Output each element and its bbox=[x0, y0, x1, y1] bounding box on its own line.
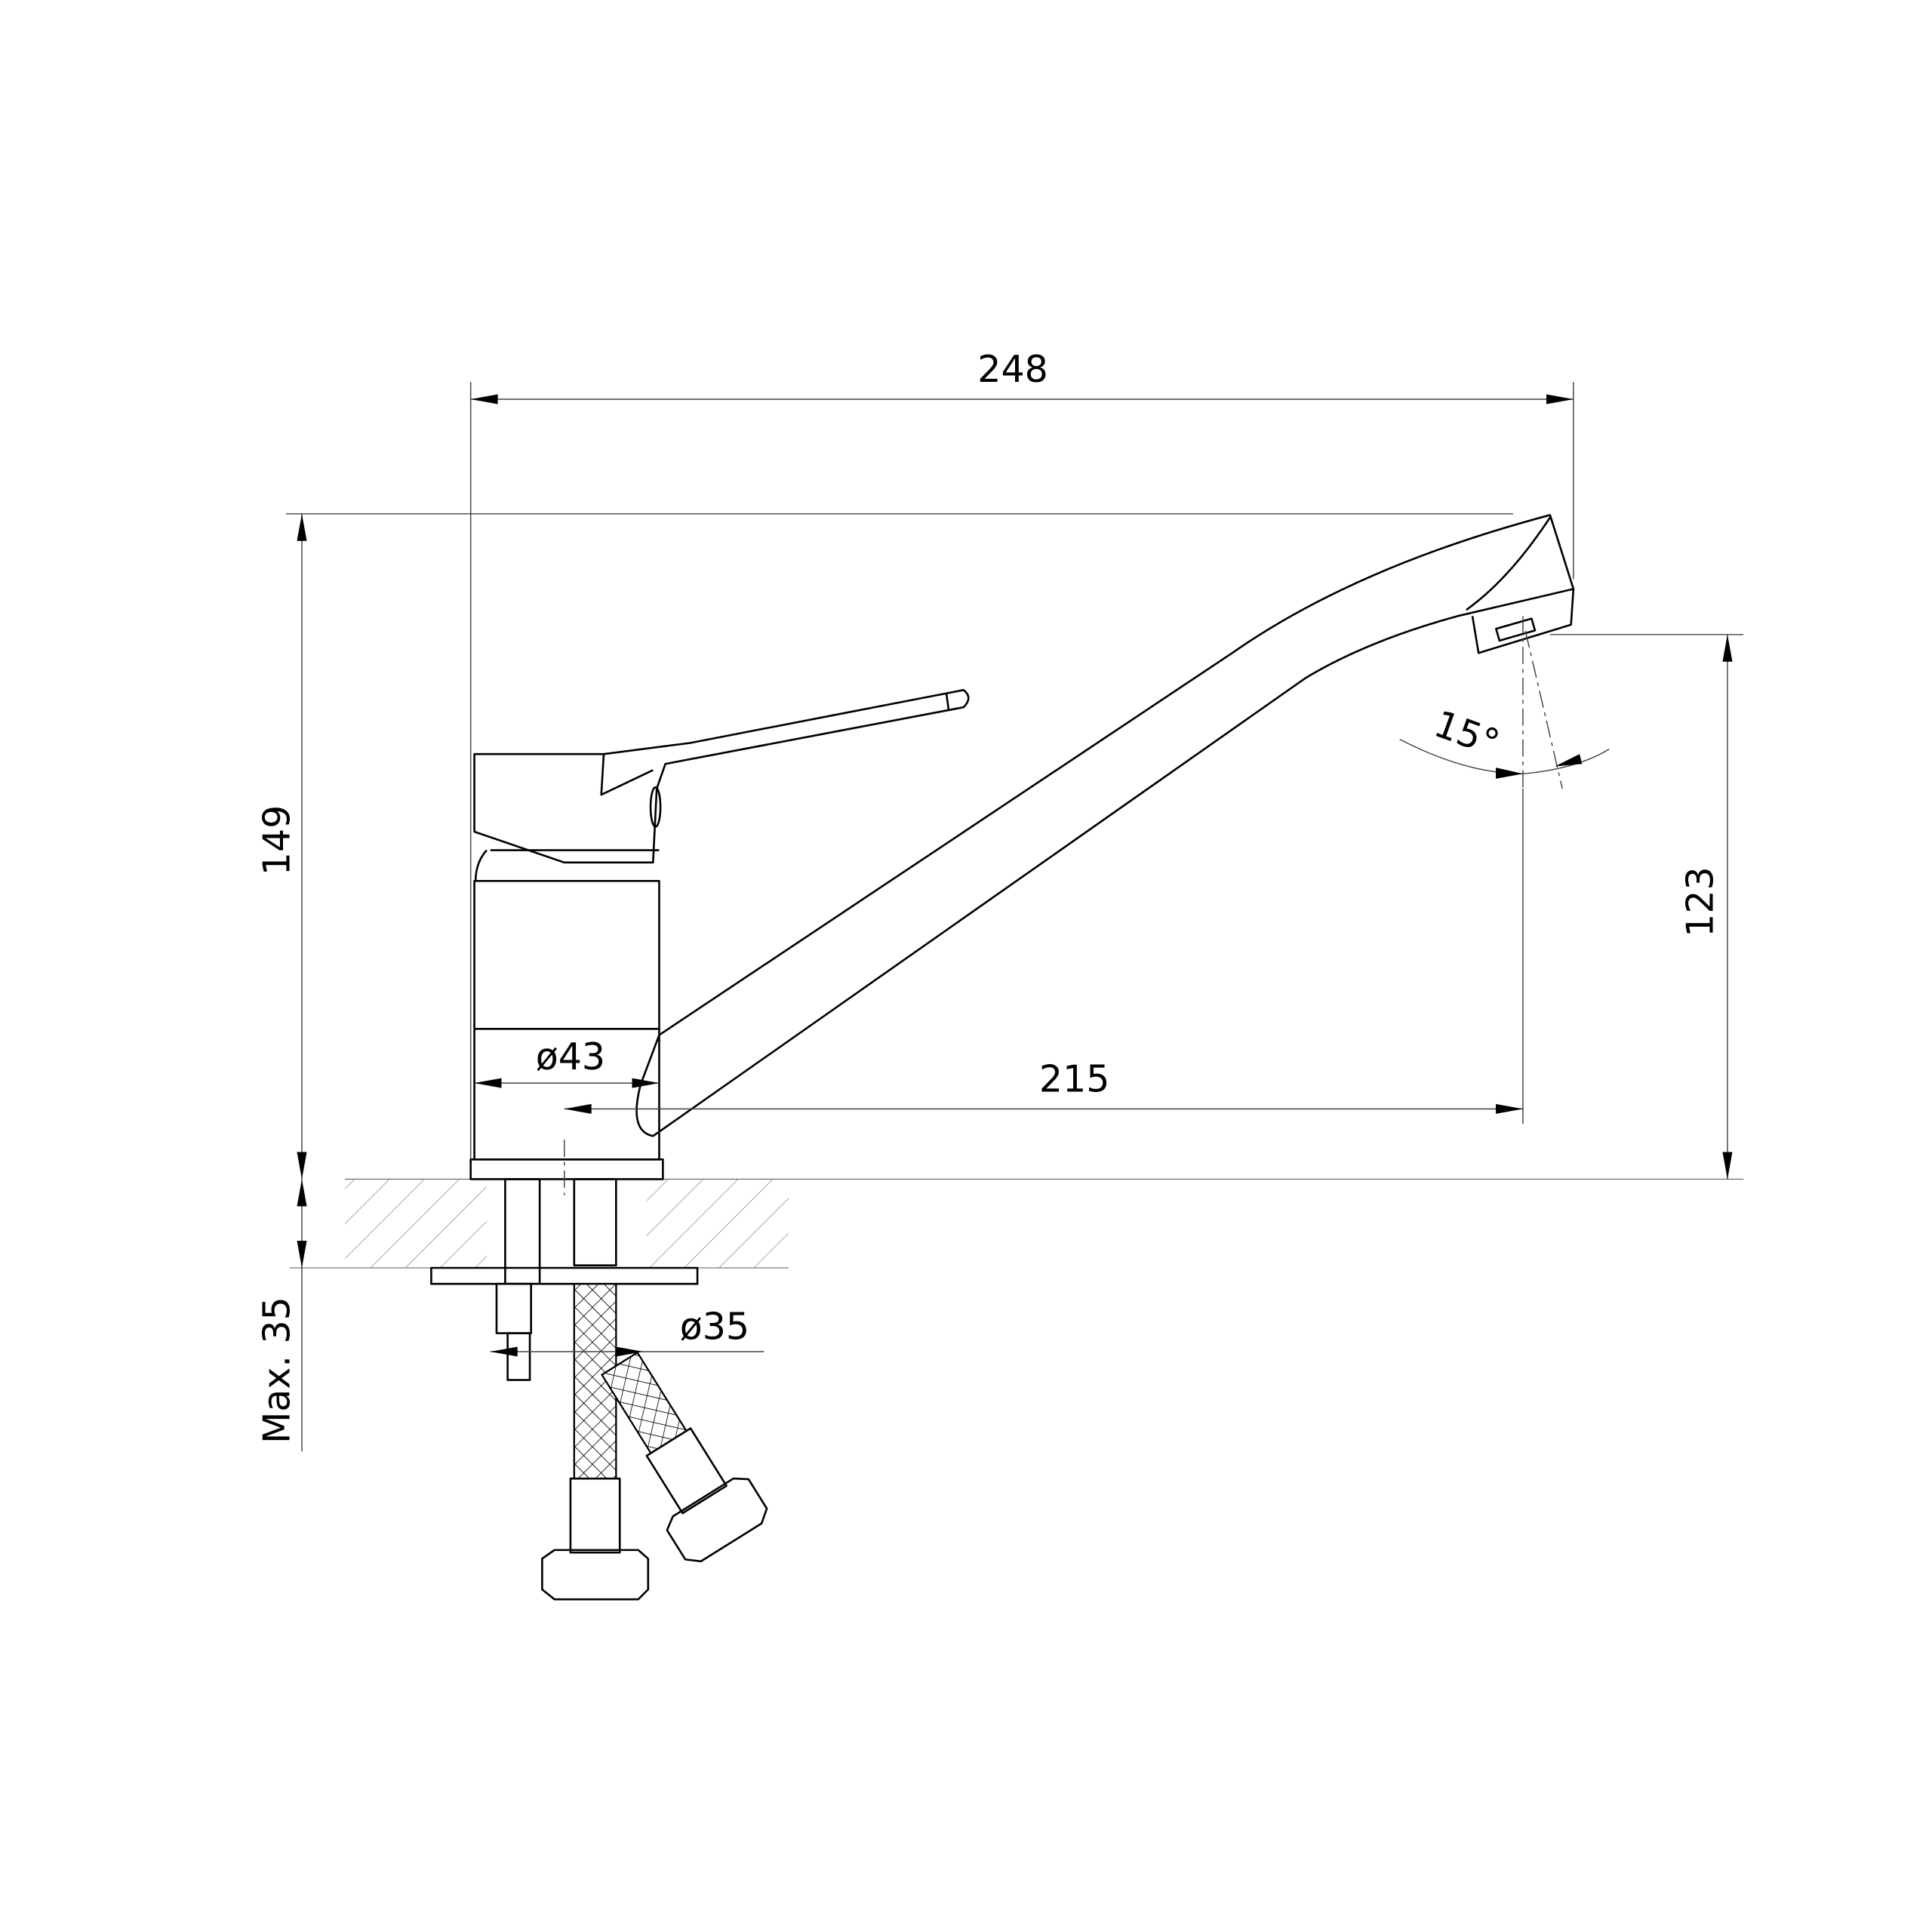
countertop-section bbox=[289, 1178, 1744, 1269]
supply-hoses bbox=[430, 1178, 768, 1601]
dimension-outlet-height: 123 bbox=[1678, 634, 1733, 1180]
dimension-label-max-35: Max. 35 bbox=[256, 1297, 299, 1444]
spout bbox=[635, 514, 1575, 1137]
faucet-body bbox=[469, 849, 664, 1180]
dimension-overall-height: 149 bbox=[256, 513, 307, 1180]
dimension-mounting-hole: ø35 bbox=[490, 1306, 764, 1357]
dimension-body-diameter: ø43 bbox=[474, 1035, 660, 1088]
dimension-label-149: 149 bbox=[256, 805, 299, 875]
dimension-label-o35: ø35 bbox=[680, 1306, 749, 1349]
dimension-spout-angle: 15° bbox=[1399, 703, 1610, 779]
dimension-label-123: 123 bbox=[1678, 866, 1721, 937]
lever-handle bbox=[473, 688, 970, 864]
dimension-countertop-thickness: Max. 35 bbox=[256, 1179, 307, 1452]
dimension-label-o43: ø43 bbox=[536, 1035, 605, 1078]
dimension-spout-reach: 215 bbox=[564, 1058, 1523, 1114]
dimension-label-248: 248 bbox=[977, 348, 1048, 391]
dimension-overall-length: 248 bbox=[470, 348, 1574, 405]
dimension-label-15-degrees: 15° bbox=[1429, 703, 1505, 765]
dimension-label-215: 215 bbox=[1039, 1058, 1109, 1101]
